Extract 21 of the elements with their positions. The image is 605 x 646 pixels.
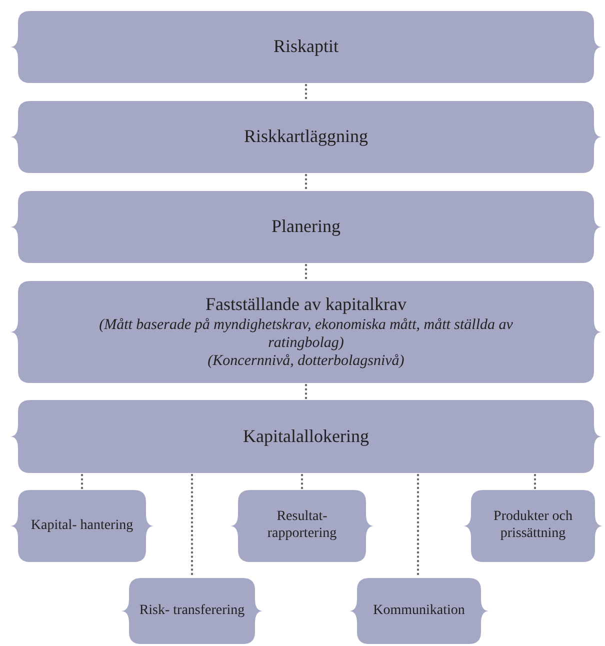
box-label: Produkter och prissättning	[492, 509, 574, 543]
dotted-connector	[80, 474, 84, 490]
box-label: Kapitalallokering	[242, 426, 370, 448]
box-label: Planering	[270, 216, 342, 238]
dotted-connector	[304, 174, 308, 190]
box-label: Fastställande av kapitalkrav	[204, 294, 408, 316]
dotted-connector	[304, 264, 308, 280]
dotted-connector	[304, 84, 308, 100]
box-label: Resultat- rapportering	[266, 509, 338, 543]
dotted-connector	[534, 474, 536, 490]
dotted-connector	[304, 384, 308, 400]
dotted-connector	[190, 474, 194, 578]
box-label: Riskkartläggning	[243, 126, 369, 148]
dotted-connector	[300, 474, 304, 490]
box-note: (Mått baserade på myndighetskrav, ekonomiska mått, mått ställda av ratingbolag)	[98, 316, 514, 352]
box-label: Kapital- hantering	[30, 518, 134, 534]
box-label: Riskaptit	[272, 36, 340, 58]
box-label: Risk- transferering	[138, 602, 246, 620]
box-note: (Koncernnivå, dotterbolagsnivå)	[206, 352, 406, 370]
box-label: Kommunikation	[372, 602, 466, 620]
dotted-connector	[416, 474, 420, 578]
